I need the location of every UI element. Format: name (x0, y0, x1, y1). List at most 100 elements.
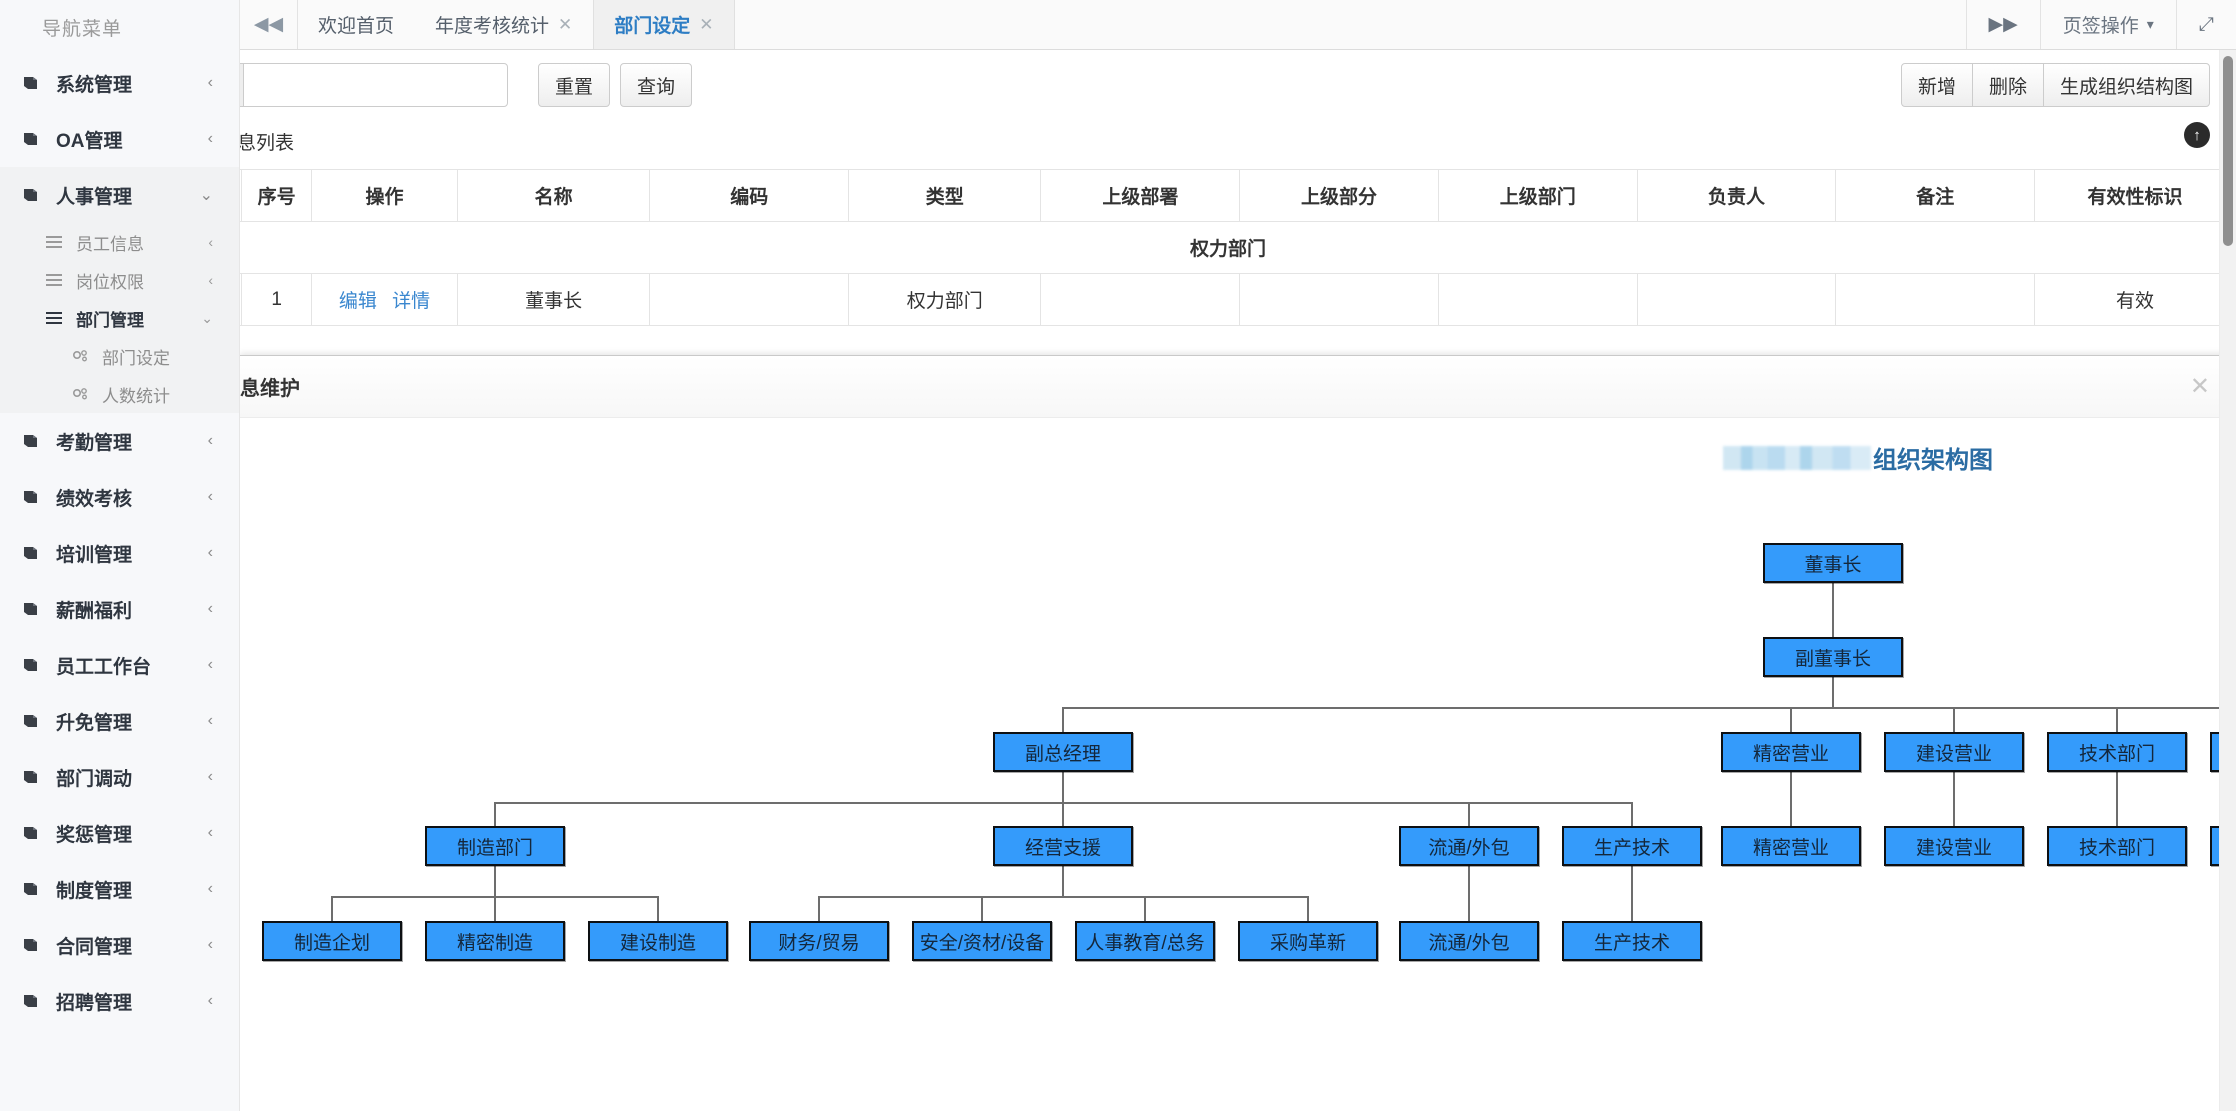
chevron-down-icon: ▾ (2146, 16, 2154, 32)
sidebar-subitem-label: 部门管理 (76, 310, 144, 330)
sidebar-item-考勤管理[interactable]: 考勤管理‹ (0, 413, 239, 469)
sidebar-item-奖惩管理[interactable]: 奖惩管理‹ (0, 805, 239, 861)
org-node[interactable]: 制造部门 (425, 826, 565, 866)
page-scrollbar-thumb[interactable] (2223, 56, 2233, 246)
sidebar-item-headcount-statistics[interactable]: 人数统计 (0, 375, 239, 413)
sidebar-item-薪酬福利[interactable]: 薪酬福利‹ (0, 581, 239, 637)
chevron-left-icon: ‹ (207, 544, 213, 561)
col-index: 序号 (241, 169, 313, 222)
org-node[interactable]: 技术部门 (2047, 826, 2187, 866)
table-row[interactable]: 1 编辑 详情 董事长 权力部门 有效 (240, 273, 2236, 326)
close-icon[interactable]: ✕ (2189, 372, 2210, 400)
filter-actions: 重置 查询 (538, 63, 693, 107)
sidebar-item-department-setting[interactable]: 部门设定 (0, 337, 239, 375)
edit-link[interactable]: 编辑 (338, 291, 377, 312)
sidebar-item-升免管理[interactable]: 升免管理‹ (0, 693, 239, 749)
org-node[interactable]: 制造企划 (262, 921, 402, 961)
org-node[interactable]: 财务/贸易 (749, 921, 889, 961)
filter-toolbar: 名称 重置 查询 新增 删除 生成组织结构图 (240, 50, 2236, 120)
org-node[interactable]: 副董事长 (1763, 637, 1903, 677)
org-node[interactable]: 精密制造 (425, 921, 565, 961)
org-node[interactable]: 人事教育/总务 (1075, 921, 1215, 961)
row-parent-deploy (1040, 273, 1241, 326)
chevron-left-icon: ‹ (207, 712, 213, 729)
org-node[interactable]: 安全/资材/设备 (912, 921, 1052, 961)
book-icon (22, 489, 50, 505)
tab-annual-assessment-stats[interactable]: 年度考核统计 ✕ (415, 0, 593, 49)
sidebar-item-label: 培训管理 (56, 544, 133, 566)
name-filter-group: 名称 (240, 63, 509, 107)
sidebar-item-培训管理[interactable]: 培训管理 ‹ (0, 525, 239, 581)
generate-org-chart-button[interactable]: 生成组织结构图 (2042, 63, 2210, 107)
org-node[interactable]: 流通/外包 (1399, 826, 1539, 866)
page-operations-menu[interactable]: 页签操作 ▾ (2039, 0, 2176, 49)
list-icon (46, 274, 72, 286)
org-node[interactable]: 董事长 (1763, 543, 1903, 583)
reset-button[interactable]: 重置 (538, 63, 611, 107)
sidebar-rest-items: 考勤管理‹绩效考核‹ 培训管理 ‹ 薪酬福利‹员工工作台‹升免管理‹部门调动‹奖惩管理… (0, 413, 239, 1029)
sidebar-item-hr-management[interactable]: 人事管理 ⌄ (0, 167, 239, 223)
col-valid-flag: 有效性标识 (2034, 169, 2236, 222)
redacted-company-name (1723, 445, 1871, 470)
row-checkbox-cell[interactable] (240, 273, 243, 326)
org-node[interactable]: 副总经理 (993, 732, 1133, 772)
sidebar-item-员工工作台[interactable]: 员工工作台‹ (0, 637, 239, 693)
fullscreen-button[interactable]: ⤢ (2175, 0, 2236, 49)
org-chart-title-text: 组织架构图 (1873, 447, 1993, 474)
book-icon (22, 75, 50, 91)
table-group-row: 权力部门 (240, 221, 2236, 274)
org-node[interactable]: 精密营业 (1721, 732, 1861, 772)
sidebar-item-合同管理[interactable]: 合同管理‹ (0, 917, 239, 973)
department-table: 序号 操作 名称 编码 类型 上级部署 上级部分 上级部门 负责人 备注 有效性… (240, 169, 2236, 326)
tab-department-setting[interactable]: 部门设定 ✕ (593, 0, 735, 49)
sidebar-item-position-permission[interactable]: 岗位权限 ‹ (0, 261, 239, 299)
tab-close-icon[interactable]: ✕ (699, 14, 714, 34)
sidebar-item-employee-info[interactable]: 员工信息 ‹ (0, 223, 239, 261)
sidebar-item-制度管理[interactable]: 制度管理‹ (0, 861, 239, 917)
org-node[interactable]: 建设营业 (1884, 826, 2024, 866)
tabs-scroll-right-button[interactable]: ▶▶ (1965, 0, 2040, 49)
org-edge (1307, 896, 1309, 921)
sidebar: 导航菜单 系统管理 ‹ OA管理 ‹ 人事管理 ⌄ (0, 0, 240, 1111)
book-icon (22, 657, 50, 673)
org-node[interactable]: 技术部门 (2047, 732, 2187, 772)
org-node[interactable]: 经营支援 (993, 826, 1133, 866)
list-title: 部门信息列表 (240, 133, 295, 154)
book-icon (22, 713, 50, 729)
org-node[interactable]: 精密营业 (1721, 826, 1861, 866)
org-node[interactable]: 建设制造 (588, 921, 728, 961)
col-remark: 备注 (1835, 169, 2036, 222)
detail-link[interactable]: 详情 (392, 291, 431, 312)
sidebar-item-department-management[interactable]: 部门管理 ⌄ (0, 299, 239, 337)
delete-button[interactable]: 删除 (1971, 63, 2044, 107)
chevron-left-icon: ‹ (207, 824, 213, 841)
query-button[interactable]: 查询 (620, 63, 693, 107)
org-edge (657, 896, 659, 921)
org-node[interactable]: 建设营业 (1884, 732, 2024, 772)
chevron-left-icon: ‹ (207, 432, 213, 449)
sidebar-item-oa-management[interactable]: OA管理 ‹ (0, 111, 239, 167)
book-icon (22, 433, 50, 449)
sidebar-item-招聘管理[interactable]: 招聘管理‹ (0, 973, 239, 1029)
tab-welcome-home[interactable]: 欢迎首页 (298, 0, 415, 49)
tab-close-icon[interactable]: ✕ (558, 14, 573, 34)
sidebar-item-绩效考核[interactable]: 绩效考核‹ (0, 469, 239, 525)
sidebar-item-部门调动[interactable]: 部门调动‹ (0, 749, 239, 805)
sidebar-item-system-management[interactable]: 系统管理 ‹ (0, 55, 239, 111)
org-node[interactable]: 采购革新 (1238, 921, 1378, 961)
org-edge (981, 896, 983, 921)
book-icon (22, 131, 50, 147)
tabs-scroll-left-button[interactable]: ◀◀ (240, 0, 298, 49)
sidebar-subitem-label: 员工信息 (76, 234, 144, 254)
name-filter-input[interactable] (243, 63, 509, 107)
org-edge (494, 896, 496, 921)
refresh-icon[interactable]: ↑ (2184, 122, 2210, 148)
list-icon (46, 236, 72, 248)
page-scrollbar[interactable] (2220, 50, 2236, 1111)
org-node[interactable]: 流通/外包 (1399, 921, 1539, 961)
tab-label: 欢迎首页 (318, 16, 395, 37)
add-button[interactable]: 新增 (1900, 63, 1973, 107)
org-node[interactable]: 生产技术 (1562, 921, 1702, 961)
org-edge (1631, 802, 1633, 826)
org-node[interactable]: 生产技术 (1562, 826, 1702, 866)
